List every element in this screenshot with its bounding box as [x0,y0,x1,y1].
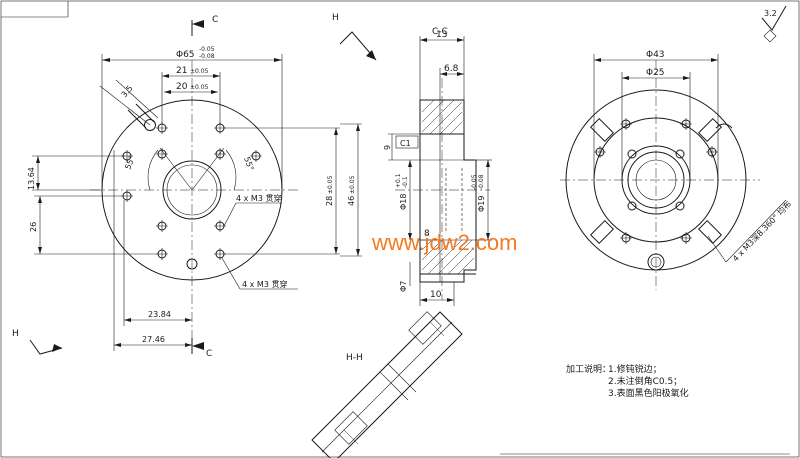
hole-icon [627,149,637,159]
view-arrow-icon [366,50,376,60]
cut-arrow-top-icon [192,20,204,28]
note-item-3: 3.表面黑色阳极氧化 [608,387,689,399]
tol-28: ±0.05 [327,175,334,194]
chamfer-note: C1 [400,139,411,148]
section-title: C-C [432,27,448,37]
view-label-h-left: H [12,329,19,339]
dim-10: 10 [430,290,442,300]
dim-bore-19: Φ19 [477,196,486,212]
hole-icon [675,149,685,159]
bore-circle [162,160,222,220]
tol-19-lower: -0.08 [478,174,485,190]
bore-inner-circle [166,164,218,216]
dim-28: 28 [325,196,334,206]
hh-view: H-H [311,311,463,458]
tol-18-upper: +0.1 [395,173,402,188]
note-item-2: 2.未注倒角C0.5； [608,375,682,387]
back-holes [594,118,718,271]
note-item-1: 1.修钝锐边； [608,363,662,375]
view-arrow-left: H [12,329,63,355]
section-hatching [421,99,475,275]
dim-6-8: 6.8 [444,64,459,74]
dim-43: Φ43 [646,50,665,60]
view-arrow-icon [52,344,62,352]
front-holes [121,122,262,270]
tol-outer-upper: -0.05 [199,46,215,53]
dim-21: 21 [176,66,187,76]
tol-19-upper: -0.05 [471,174,478,190]
cut-arrow-bottom-icon [192,342,204,350]
tol-18-lower: -0.1 [402,176,409,188]
angle-left: 55° [123,154,136,170]
note-holes-2: 4 x M3 贯穿 [242,279,287,289]
hh-title: H-H [346,353,363,363]
angle-right: 55° [242,156,255,172]
dim-23-84: 23.84 [148,310,171,319]
dim-outer: Φ65 [176,50,195,60]
tol-46: ±0.05 [349,175,356,194]
back-view: Φ43 Φ25 4 x M3深8.360° 均布 [560,50,793,290]
section-view: C-C [383,27,492,306]
front-view: C C 3.5 [27,15,362,359]
angle-arc-right [225,149,237,191]
dim-13-64: 13.64 [27,167,36,190]
dim-slot: 3.5 [120,84,135,100]
view-label-h-top: H [332,13,339,23]
dim-27-46: 27.46 [142,335,165,344]
tol-outer-lower: -0.08 [199,53,215,60]
tol-20: ±0.05 [190,84,209,91]
section-mark-top: C [212,15,218,25]
tol-21: ±0.05 [190,68,209,75]
note-holes-1: 4 x M3 贯穿 [236,193,281,203]
roughness-symbol: 3.2 [761,5,787,43]
dim-bore-18: Φ18 [399,194,408,210]
dim-26: 26 [29,222,38,232]
watermark: www.jdw2.com [371,230,517,255]
dim-13: 13 [436,30,447,40]
slot-feature: 3.5 [99,79,159,131]
dim-25: Φ25 [646,68,665,78]
note-back-holes: 4 x M3深8.360° 均布 [730,199,793,264]
dim-9: 9 [383,145,392,150]
roughness-icon [761,5,787,31]
process-notes: 加工说明： 1.修钝锐边； 2.未注倒角C0.5； 3.表面黑色阳极氧化 [566,363,689,399]
section-mark-bottom: C [206,349,212,359]
hole-icon [675,201,685,211]
back-inner-circle [635,159,677,201]
dim-20: 20 [176,82,188,92]
notes-title: 加工说明： [566,363,611,375]
hh-body [311,311,463,458]
dim-8: 8 [424,229,430,239]
dim-7: Φ7 [399,281,408,292]
hole-icon [627,201,637,211]
roughness-value: 3.2 [764,9,777,18]
section-outline [420,99,477,283]
back-bore-circle [627,151,685,209]
dim-46: 46 [347,196,356,206]
view-arrow-top: H [332,13,377,61]
pin-hole-icon [647,253,665,271]
pin-hole-icon [186,258,198,270]
angle-arc-left [147,149,159,191]
